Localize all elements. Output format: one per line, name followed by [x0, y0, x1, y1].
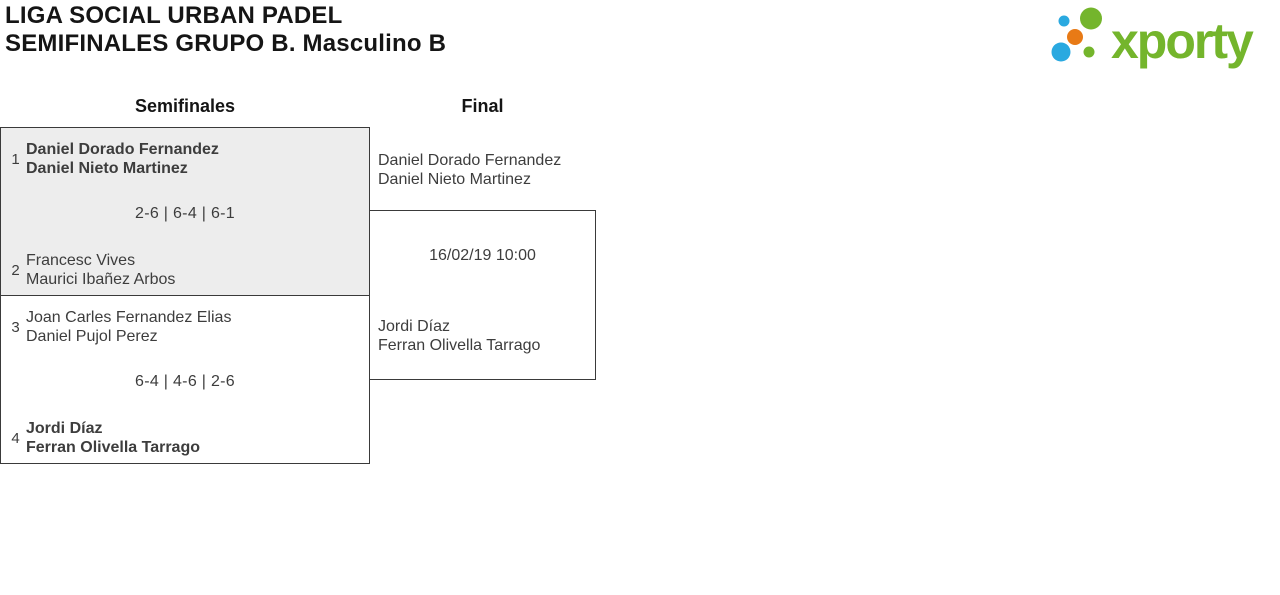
player-name: Daniel Dorado Fernandez	[26, 141, 219, 158]
team-players: Jordi Díaz Ferran Olivella Tarrago	[26, 419, 200, 457]
player-name: Joan Carles Fernandez Elias	[26, 309, 232, 326]
column-header-final: Final	[461, 96, 504, 116]
xporty-logo[interactable]: xporty	[1047, 2, 1277, 74]
logo-wordmark: xporty	[1111, 13, 1254, 69]
title-line-1: LIGA SOCIAL URBAN PADEL	[5, 2, 343, 29]
seed-number: 1	[11, 150, 20, 168]
match-semifinal-2[interactable]: 3 Joan Carles Fernandez Elias Daniel Puj…	[0, 295, 370, 464]
player-name: Jordi Díaz	[26, 420, 103, 437]
final-schedule: 16/02/19 10:00	[429, 247, 536, 264]
seed-number: 2	[11, 261, 20, 279]
player-name: Ferran Olivella Tarrago	[26, 439, 200, 456]
team-players: Daniel Dorado Fernandez Daniel Nieto Mar…	[26, 140, 219, 178]
seed-number: 4	[11, 429, 20, 447]
team-row: 3 Joan Carles Fernandez Elias Daniel Puj…	[1, 308, 369, 346]
player-name: Daniel Nieto Martinez	[26, 160, 188, 177]
team-players: Francesc Vives Maurici Ibañez Arbos	[26, 251, 175, 289]
match-semifinal-1[interactable]: 1 Daniel Dorado Fernandez Daniel Nieto M…	[0, 127, 370, 296]
final-team-top: Daniel Dorado Fernandez Daniel Nieto Mar…	[378, 151, 561, 189]
player-name: Jordi Díaz	[378, 318, 451, 335]
match-score: 2-6 | 6-4 | 6-1	[135, 205, 235, 222]
seed-number: 3	[11, 318, 20, 336]
team-players: Joan Carles Fernandez Elias Daniel Pujol…	[26, 308, 231, 346]
team-row: 4 Jordi Díaz Ferran Olivella Tarrago	[1, 419, 369, 457]
player-name: Francesc Vives	[26, 252, 136, 269]
player-name: Daniel Dorado Fernandez	[378, 152, 562, 169]
column-header-semifinals: Semifinales	[134, 96, 236, 116]
team-row: 2 Francesc Vives Maurici Ibañez Arbos	[1, 251, 369, 289]
player-name: Ferran Olivella Tarrago	[378, 337, 541, 354]
title-line-2: SEMIFINALES GRUPO B. Masculino B	[5, 30, 447, 57]
logo-dots-icon	[1051, 7, 1102, 62]
player-name: Maurici Ibañez Arbos	[26, 271, 176, 288]
match-final-box[interactable]	[369, 210, 596, 380]
final-team-bottom: Jordi Díaz Ferran Olivella Tarrago	[378, 317, 540, 355]
player-name: Daniel Pujol Perez	[26, 328, 158, 345]
page-title: LIGA SOCIAL URBAN PADEL SEMIFINALES GRUP…	[5, 2, 446, 58]
match-score: 6-4 | 4-6 | 2-6	[135, 373, 235, 390]
team-row: 1 Daniel Dorado Fernandez Daniel Nieto M…	[1, 140, 369, 178]
player-name: Daniel Nieto Martinez	[378, 171, 531, 188]
